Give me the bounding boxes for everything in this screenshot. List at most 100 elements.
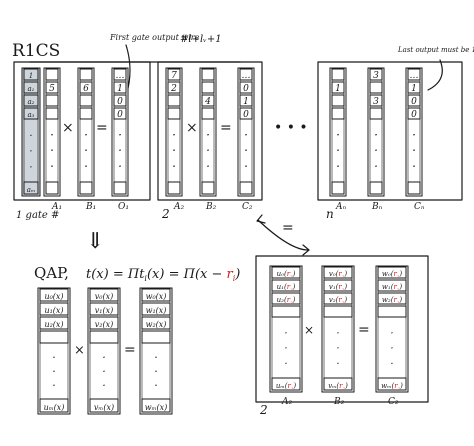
vector-cell <box>369 81 383 94</box>
vector-cell <box>45 68 59 81</box>
root-subscript: 2 <box>396 287 400 292</box>
root-close-paren: ) <box>399 382 403 390</box>
vector-entry: 7 <box>171 71 177 81</box>
gate1-label-o: O₁ <box>118 202 129 212</box>
vector-entry: 2 <box>170 84 177 94</box>
gate2-column-a: 72··· <box>165 67 183 197</box>
vector-cell <box>45 94 59 107</box>
qap-column-v: v₀(x)v₁(x)v₂(x)···vₘ(x) <box>87 287 121 415</box>
root-close-paren: ) <box>398 283 402 291</box>
vector-cell <box>323 292 353 305</box>
gaten-label-a: Aₙ <box>335 202 346 212</box>
vector-cell <box>407 181 421 195</box>
vector-entry: · <box>412 128 416 142</box>
vector-entry: 0 <box>243 110 249 120</box>
vector-entry: 5 <box>49 84 55 94</box>
equivalence-sign: = <box>282 220 294 236</box>
root-value: r <box>393 270 397 278</box>
vector-cell <box>331 181 345 195</box>
vector-cell <box>201 107 215 120</box>
vector-cell <box>323 305 353 318</box>
vector-entry: 1 <box>29 72 33 80</box>
vector-entry: · <box>154 365 158 378</box>
vector-entry: · <box>52 351 56 364</box>
vector-cell <box>141 288 171 302</box>
vector-cell <box>113 81 127 94</box>
vector-cell <box>79 68 93 81</box>
root-close-paren: ) <box>292 283 296 291</box>
vector-entry: · <box>102 379 106 392</box>
root-value: r <box>287 382 291 390</box>
evaluation-label-a: A₂ <box>281 397 292 407</box>
vector-entry: w₂(r2) <box>382 296 402 305</box>
evaluation-label-b: B₂ <box>333 397 345 407</box>
root-close-paren: ) <box>343 296 347 304</box>
vector-cell <box>377 377 407 391</box>
root-subscript: 2 <box>289 300 293 305</box>
vector-entry: 0 <box>411 110 417 120</box>
vector-entry: w₀(x) <box>146 292 167 301</box>
vector-cell <box>23 68 39 81</box>
vector-entry: · <box>390 328 393 339</box>
gates-ellipsis: • • • <box>274 120 308 136</box>
vector-entry: 0 <box>117 97 123 107</box>
gate2-label-b: B₂ <box>205 202 217 212</box>
vector-entry: · <box>206 159 210 173</box>
vector-entry: · <box>50 159 54 173</box>
evaluation-panel <box>255 255 429 403</box>
vector-entry: · <box>244 128 248 142</box>
vector-cell <box>39 288 69 302</box>
vector-cell <box>331 68 345 81</box>
gate-panel-n <box>317 61 463 201</box>
vector-entry: v₁(x) <box>95 306 113 315</box>
root-value: r <box>287 270 291 278</box>
vector-entry: v₂(x) <box>95 320 113 329</box>
gaten-label-c: Cₙ <box>414 202 425 212</box>
vector-entry: a₃ <box>28 111 35 119</box>
root-subscript: 2 <box>396 300 400 305</box>
vector-entry: · <box>118 144 122 158</box>
vector-entry: w₁(r2) <box>382 283 402 292</box>
gate2-label-a: A₂ <box>173 202 184 212</box>
gate-panel-2 <box>157 61 263 201</box>
vector-cell <box>271 266 301 279</box>
vector-size-label: #l+lᵥ+1 <box>180 34 222 45</box>
qap-column-w: w₀(x)w₁(x)w₂(x)···wₘ(x) <box>139 287 173 415</box>
vector-entry: 1 <box>243 97 249 107</box>
evaluation-equals: = <box>358 322 370 338</box>
r1cs-title: R1CS <box>12 41 60 61</box>
root-close-paren: ) <box>344 382 348 390</box>
gate1-column-c: 6··· <box>77 67 95 197</box>
vector-cell <box>377 305 407 318</box>
vector-entry: v₂(r2) <box>329 296 347 305</box>
vector-entry: · <box>118 128 122 142</box>
vector-cell <box>79 181 93 195</box>
qap-formula: QAP, t(x) = Πti(x) = Π(x − ri) <box>34 264 240 283</box>
last-output-note-arrow <box>427 59 443 91</box>
equivalence-arrowhead-right <box>302 244 310 256</box>
vector-entry: u₁(r2) <box>277 283 296 292</box>
vector-cell <box>239 181 253 195</box>
vector-entry: · <box>29 131 32 142</box>
vector-entry: · <box>374 128 378 142</box>
vector-cell <box>271 292 301 305</box>
vector-entry: · <box>390 359 393 370</box>
vector-entry: · <box>284 328 287 339</box>
gate2-equals: = <box>220 120 232 136</box>
qap-label: QAP, <box>34 264 69 282</box>
vector-entry: … <box>410 71 419 81</box>
vector-entry: · <box>336 128 340 142</box>
vector-entry: u₂(x) <box>44 320 63 329</box>
vector-entry: u₀(x) <box>44 292 63 301</box>
vector-entry: 4 <box>204 97 211 107</box>
vector-entry: u₀(r2) <box>277 270 296 279</box>
vector-entry: · <box>206 144 210 158</box>
vector-cell <box>323 279 353 292</box>
vector-entry: wₘ(r2) <box>381 382 403 391</box>
vector-entry: · <box>84 144 88 158</box>
root-value: r <box>338 283 342 291</box>
vector-entry: · <box>118 159 122 173</box>
vector-entry: · <box>374 144 378 158</box>
gate2-index: 2 <box>161 207 170 221</box>
root-close-paren: ) <box>343 283 347 291</box>
